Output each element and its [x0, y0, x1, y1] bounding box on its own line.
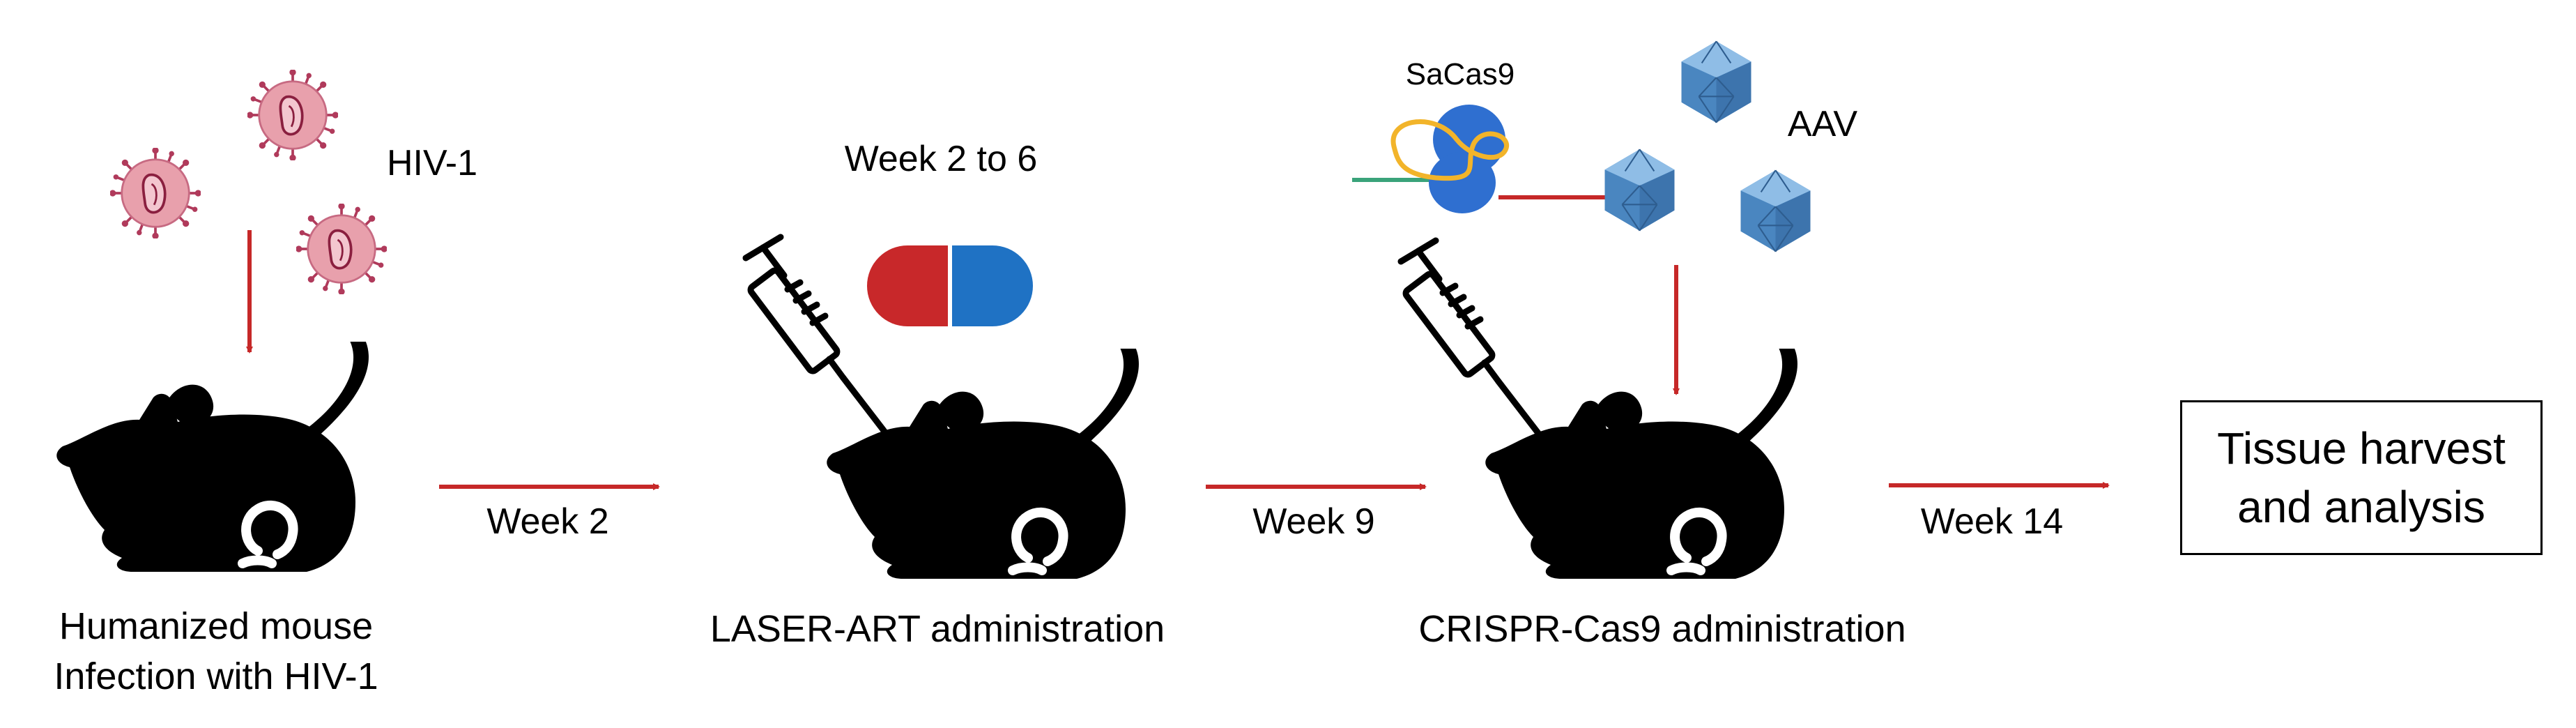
step3-line1: CRISPR-Cas9 administration: [1418, 608, 1906, 650]
week14-label: Week 14: [1920, 501, 2064, 542]
step2-caption: LASER-ART administration: [710, 604, 1165, 654]
mouse-icon-3: [1485, 335, 1797, 579]
mouse-icon-2: [827, 335, 1139, 579]
capsule-icon: [867, 245, 1033, 326]
treatment-period-label: Week 2 to 6: [844, 139, 1038, 179]
mouse-icon-1: [56, 328, 369, 572]
final-line1: Tissue harvest: [2217, 423, 2506, 473]
aav-capsid-icon: [1604, 149, 1676, 232]
sacas9-protein-icon: [1352, 105, 1510, 213]
aav-capsid-icon: [1740, 169, 1811, 252]
hiv-virus-icon: [110, 148, 201, 238]
syringe-icon-2: [1401, 241, 1540, 436]
step1-caption: Humanized mouse Infection with HIV-1: [54, 601, 378, 702]
week9-label: Week 9: [1252, 501, 1375, 542]
step1-line2: Infection with HIV-1: [54, 655, 378, 697]
final-line2: and analysis: [2237, 482, 2485, 532]
aav-capsid-icon: [1680, 40, 1752, 123]
sacas9-label: SaCas9: [1405, 57, 1515, 91]
step3-caption: CRISPR-Cas9 administration: [1418, 604, 1906, 654]
hiv-label: HIV-1: [386, 143, 478, 183]
week2-label: Week 2: [486, 501, 609, 542]
aav-label: AAV: [1787, 104, 1858, 144]
final-step-box: Tissue harvest and analysis: [2180, 400, 2543, 555]
hiv-virus-icon: [247, 70, 338, 160]
step1-line1: Humanized mouse: [59, 605, 374, 647]
syringe-icon-1: [746, 237, 885, 432]
hiv-virus-icon: [296, 204, 387, 294]
step2-line1: LASER-ART administration: [710, 608, 1165, 650]
